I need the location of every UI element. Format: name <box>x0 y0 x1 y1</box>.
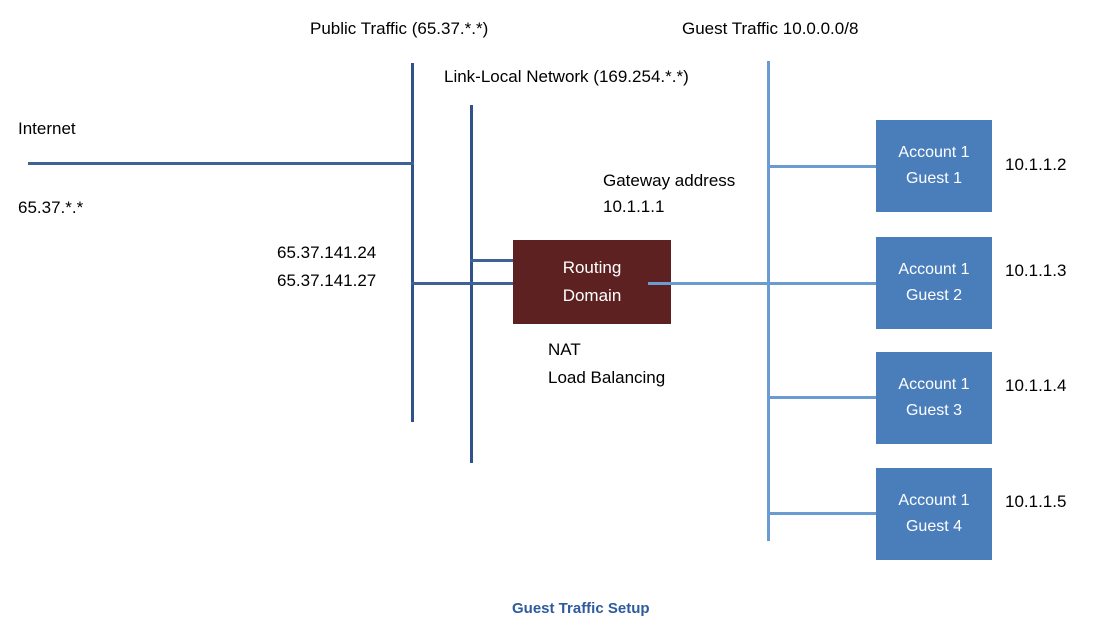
guest-4-connection-line <box>767 512 877 515</box>
link-local-to-routing-domain-line <box>470 259 515 262</box>
public-traffic-trunk-line <box>411 63 414 422</box>
gateway-address-label: Gateway address <box>603 171 736 190</box>
load-balancing-label: Load Balancing <box>548 368 666 387</box>
guest-2-account-label: Account 1 <box>898 261 970 278</box>
link-local-network-label: Link-Local Network (169.254.*.*) <box>444 67 689 86</box>
guest-2-ip-label: 10.1.1.3 <box>1005 261 1067 280</box>
internet-connection-line <box>28 162 414 165</box>
guest-traffic-label: Guest Traffic 10.0.0.0/8 <box>682 19 859 38</box>
guest-traffic-trunk-line <box>767 61 770 541</box>
routing-domain-line-2: Domain <box>562 286 622 305</box>
diagram-caption: Guest Traffic Setup <box>512 600 650 617</box>
guest-1-account-label: Account 1 <box>898 144 970 161</box>
guest-box-3[interactable]: Account 1 Guest 3 <box>876 352 992 444</box>
guest-3-ip-label: 10.1.1.4 <box>1005 376 1067 395</box>
gateway-ip-label: 10.1.1.1 <box>603 197 665 216</box>
guest-1-ip-label: 10.1.1.2 <box>1005 155 1067 174</box>
guest-3-account-label: Account 1 <box>898 376 970 393</box>
public-ip-2-label: 65.37.141.27 <box>277 271 377 290</box>
guest-4-account-label: Account 1 <box>898 492 970 509</box>
guest-box-1[interactable]: Account 1 Guest 1 <box>876 120 992 212</box>
public-traffic-label: Public Traffic (65.37.*.*) <box>310 19 489 38</box>
internet-label: Internet <box>18 119 76 138</box>
guest-2-connection-line <box>648 282 877 285</box>
guest-4-name-label: Guest 4 <box>905 518 963 535</box>
guest-box-2[interactable]: Account 1 Guest 2 <box>876 237 992 329</box>
routing-domain-box[interactable]: Routing Domain <box>513 240 671 324</box>
guest-3-connection-line <box>767 396 877 399</box>
guest-box-4[interactable]: Account 1 Guest 4 <box>876 468 992 560</box>
guest-3-name-label: Guest 3 <box>905 402 963 419</box>
routing-domain-line-1: Routing <box>562 258 622 277</box>
nat-label: NAT <box>548 340 581 359</box>
guest-2-name-label: Guest 2 <box>905 287 963 304</box>
guest-1-connection-line <box>767 165 877 168</box>
guest-4-ip-label: 10.1.1.5 <box>1005 492 1067 511</box>
guest-1-name-label: Guest 1 <box>905 170 963 187</box>
internet-ip-range-label: 65.37.*.* <box>18 198 84 217</box>
public-to-routing-domain-line <box>411 282 515 285</box>
public-ip-1-label: 65.37.141.24 <box>277 243 377 262</box>
